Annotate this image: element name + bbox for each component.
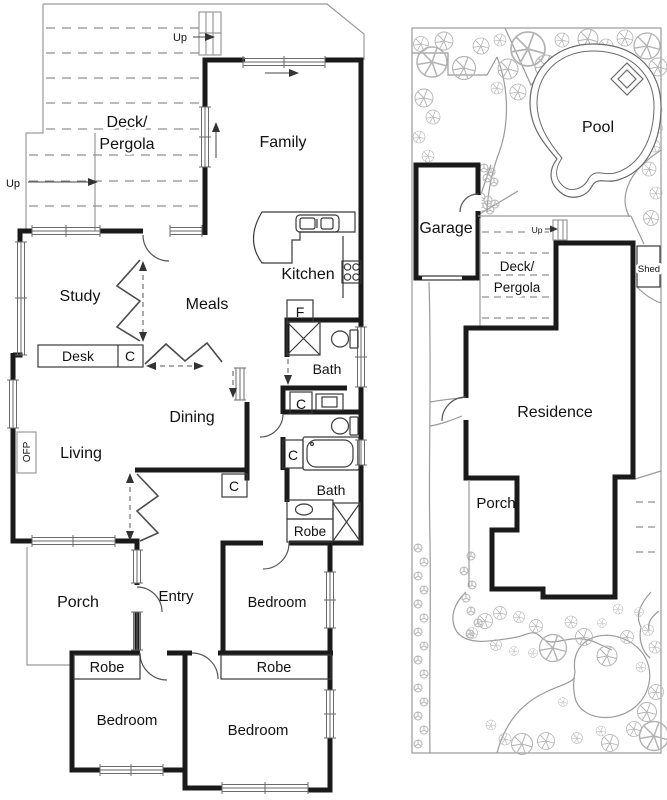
up-label-left: Up bbox=[6, 178, 20, 190]
pool-feature-diamond bbox=[610, 62, 644, 96]
kitchen-island bbox=[252, 211, 356, 298]
garage-structure bbox=[413, 162, 482, 282]
bifold-doors bbox=[115, 259, 223, 542]
room-label-deck-2: Pergola bbox=[99, 136, 154, 153]
room-label-living: Living bbox=[60, 445, 102, 462]
shower-1 bbox=[286, 321, 321, 356]
shower-2 bbox=[332, 502, 361, 542]
site-label-residence: Residence bbox=[517, 404, 593, 421]
fridge-label: F bbox=[296, 304, 305, 320]
room-label-bath-2: Bath bbox=[317, 482, 346, 498]
site-labels: Pool Garage Deck/ Pergola Shed Residence… bbox=[419, 119, 662, 512]
closet-label-1: C bbox=[125, 348, 135, 364]
room-label-deck-1: Deck/ bbox=[107, 114, 148, 131]
room-label-meals: Meals bbox=[186, 296, 229, 313]
room-label-bedroom-2: Bedroom bbox=[228, 722, 289, 739]
cabinet-boxes bbox=[37, 299, 334, 680]
cooktop bbox=[341, 260, 362, 284]
kitchen-sink bbox=[295, 214, 340, 233]
robe-label-3: Robe bbox=[294, 524, 326, 539]
vanity-2 bbox=[286, 499, 334, 520]
bathtub bbox=[302, 436, 360, 471]
room-label-family: Family bbox=[259, 134, 306, 151]
dashed-path-lines bbox=[636, 501, 660, 553]
direction-arrows bbox=[28, 33, 299, 541]
site-label-garage: Garage bbox=[419, 220, 472, 237]
robe-label-2: Robe bbox=[257, 660, 292, 676]
site-boundary bbox=[411, 27, 662, 754]
room-label-entry: Entry bbox=[158, 588, 194, 605]
site-deck-pergola bbox=[478, 215, 645, 330]
pergola-dashed-lines bbox=[29, 27, 200, 207]
site-plan: Pool Garage Deck/ Pergola Shed Residence… bbox=[411, 27, 667, 756]
vanity-1 bbox=[315, 393, 344, 411]
room-label-desk: Desk bbox=[62, 348, 95, 364]
room-label-bedroom-1: Bedroom bbox=[97, 712, 158, 729]
fireplace-label: OFP bbox=[22, 441, 33, 462]
room-label-bath-1: Bath bbox=[313, 361, 342, 377]
room-label-dining: Dining bbox=[169, 409, 214, 426]
pool-shape bbox=[529, 43, 662, 198]
site-label-deck-2: Pergola bbox=[494, 280, 541, 295]
closet-label-3: C bbox=[296, 396, 306, 412]
fireplace bbox=[16, 431, 37, 474]
closet-label-2: C bbox=[229, 478, 239, 494]
room-label-porch: Porch bbox=[57, 594, 99, 611]
room-labels: Deck/ Pergola Family Study Meals Kitchen… bbox=[6, 32, 345, 739]
room-label-study: Study bbox=[60, 288, 101, 305]
residence-structure bbox=[441, 240, 636, 600]
room-label-bedroom-3: Bedroom bbox=[248, 595, 307, 611]
site-label-porch: Porch bbox=[476, 495, 515, 512]
site-label-shed: Shed bbox=[638, 264, 660, 275]
windows bbox=[7, 56, 367, 794]
toilet-1 bbox=[330, 329, 359, 349]
shed-structure bbox=[636, 245, 661, 288]
site-label-up: Up bbox=[532, 225, 543, 235]
toilet-2 bbox=[330, 416, 359, 436]
deck-pergola-outline bbox=[25, 3, 365, 666]
up-label-top: Up bbox=[173, 32, 187, 44]
room-label-kitchen: Kitchen bbox=[281, 266, 334, 283]
robe-label-1: Robe bbox=[90, 660, 125, 676]
closet-label-4: C bbox=[288, 447, 298, 463]
site-label-deck-1: Deck/ bbox=[500, 259, 535, 274]
left-floor-plan: Deck/ Pergola Family Study Meals Kitchen… bbox=[6, 3, 367, 794]
site-label-pool: Pool bbox=[582, 119, 614, 136]
